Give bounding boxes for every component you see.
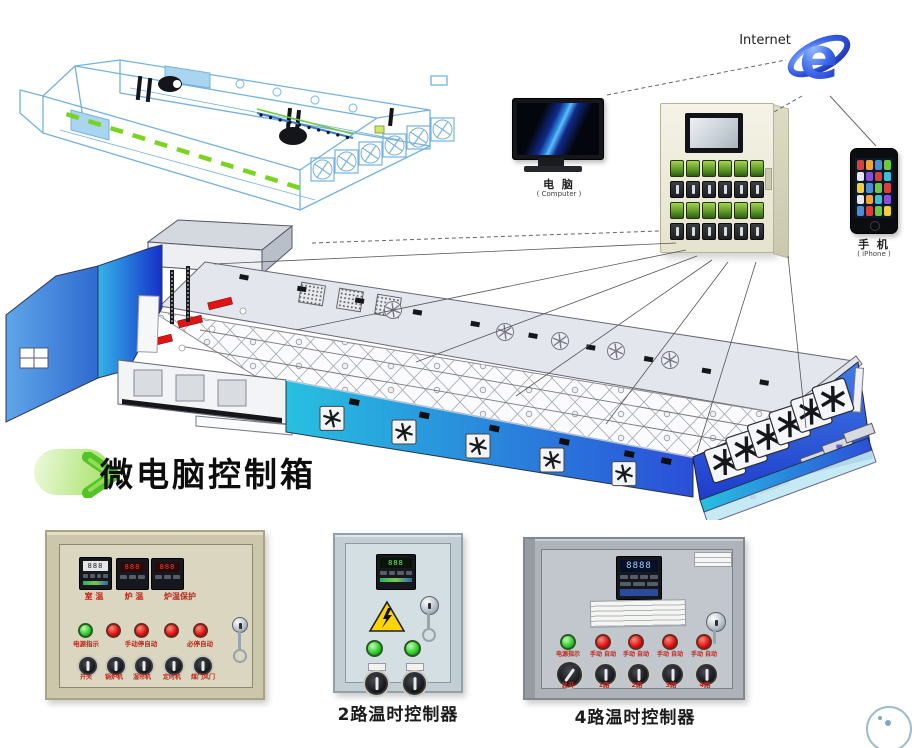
indicator-light [78, 623, 93, 638]
switch-label: 煤门风门 [190, 674, 215, 681]
wireframe-house-illustration [19, 59, 455, 211]
computer-monitor [512, 98, 604, 160]
knob-tag [368, 663, 386, 671]
lock-icon [706, 612, 726, 632]
panel-door: 888 [345, 543, 451, 695]
panel-caption: 4路温时控制器 [574, 708, 696, 728]
ie-logo: e [787, 24, 851, 92]
phone-screen [855, 158, 893, 218]
smartphone [850, 148, 898, 234]
indicator-light [366, 640, 383, 657]
hinge-strip [525, 539, 535, 698]
indicator-light [662, 634, 678, 650]
temp-controller-display: 888 [151, 558, 184, 590]
rotary-switch [696, 664, 717, 685]
phone-home-button [870, 221, 880, 231]
rotary-switch [194, 657, 212, 675]
rotary-switch [79, 657, 97, 675]
switch-label: 定时机 [162, 674, 181, 681]
switch-label: 1路 [598, 681, 610, 689]
light-label: 手动 自动 [589, 651, 617, 658]
indicator-light [193, 623, 208, 638]
product-panel-4ch: 8888 电源指示 手动 自动 手动 自动 手动 自动 手动 自动 [523, 537, 745, 700]
display-label: 室 温 [84, 592, 104, 601]
indicator-light [164, 623, 179, 638]
indicator-light [628, 634, 644, 650]
panel-door: 888 888 888 室 温 炉 温 炉温保护 电源指示 手动停自动 [59, 544, 253, 688]
light-label: 必停自动 [187, 640, 213, 648]
switch-label: 锅炉机 [104, 674, 123, 681]
rotary-switch [662, 664, 683, 685]
panel-door: 8888 电源指示 手动 自动 手动 自动 手动 自动 手动 自动 [541, 549, 733, 692]
rotary-switch [595, 664, 616, 685]
panel-caption: 2路温时控制器 [337, 705, 459, 725]
switch-label: 开关 [79, 674, 92, 681]
light-label: 电源指示 [555, 651, 580, 658]
monitor-stand [538, 158, 564, 167]
phone-label: 手 机 [858, 238, 890, 251]
monitor-base [524, 166, 582, 172]
lock-icon [232, 617, 248, 633]
product-panel-2ch: 888 [333, 533, 463, 695]
light-label: 手动 自动 [622, 651, 650, 658]
rotary-switch [403, 672, 426, 695]
indicator-light [560, 634, 576, 650]
display-label: 炉 温 [124, 592, 144, 601]
switch-label: 4路 [699, 681, 711, 689]
rotary-switch [365, 672, 388, 695]
indicator-light [404, 640, 421, 657]
display-label: 炉温保护 [164, 592, 196, 601]
warning-triangle-icon [368, 600, 406, 632]
control-box-switch-grid [670, 160, 764, 240]
temp-controller-display: 8888 [616, 556, 662, 600]
rotary-switch [107, 657, 125, 675]
key-tail [427, 613, 430, 629]
control-box-diagram [660, 103, 774, 253]
indicator-light [106, 623, 121, 638]
internet-label: Internet [739, 33, 791, 48]
phone-sublabel: ( iPhone ) [857, 250, 891, 258]
product-panel-main: 888 888 888 室 温 炉 温 炉温保护 电源指示 手动停自动 [45, 530, 265, 700]
indicator-light [134, 623, 149, 638]
switch-label: 总开 [561, 681, 575, 689]
lock-icon [420, 596, 439, 615]
light-label: 手动停自动 [124, 640, 158, 648]
rotary-switch [165, 657, 183, 675]
section-heading: 微电脑控制箱 [34, 446, 316, 498]
key-tail [713, 630, 716, 644]
light-label: 手动 自动 [656, 651, 684, 658]
spec-label [694, 552, 732, 567]
temp-controller-display: 888 [376, 554, 416, 590]
monitor-screen [517, 103, 599, 155]
rotary-switch [628, 664, 649, 685]
temp-controller-display: 888 [116, 558, 149, 590]
control-box-screen [685, 113, 743, 153]
key-tail [238, 631, 241, 651]
svg-text:e: e [799, 24, 838, 92]
light-label: 电源指示 [73, 640, 99, 648]
indicator-light [595, 634, 611, 650]
key-ring [422, 628, 436, 642]
computer-label: 电 脑 [543, 178, 575, 191]
switch-label: 2路 [631, 681, 643, 689]
knob-tag [406, 663, 424, 671]
control-box-latch [765, 168, 772, 190]
watermark-circle [866, 706, 912, 748]
computer-sublabel: ( Computer ) [536, 190, 582, 198]
light-label: 手动 自动 [690, 651, 718, 658]
indicator-light [696, 634, 712, 650]
temp-controller-display: 888 [79, 557, 112, 590]
heading-title: 微电脑控制箱 [100, 455, 316, 494]
key-ring [233, 649, 247, 663]
rotary-switch [135, 657, 153, 675]
switch-label: 湿帘机 [132, 674, 151, 681]
heading-arrow-icon [82, 452, 120, 498]
instruction-sticker [589, 599, 687, 628]
switch-label: 3路 [665, 681, 677, 689]
